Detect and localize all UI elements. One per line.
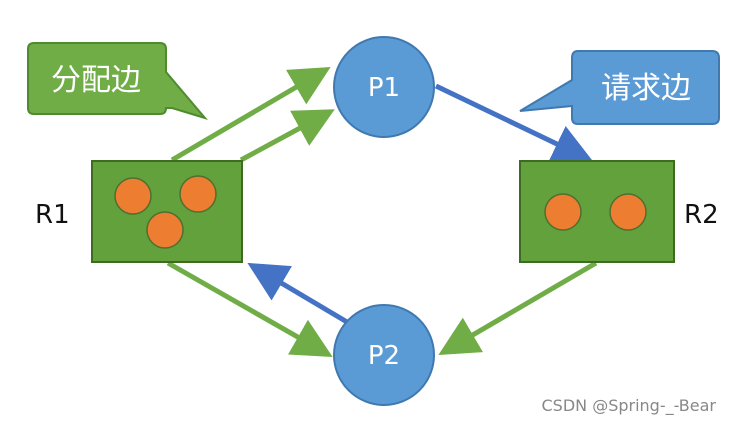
resource-r2-instance-2 bbox=[609, 193, 647, 231]
allocation-edge-r1-p1-upper bbox=[170, 66, 331, 163]
resource-r1-instance-2 bbox=[179, 175, 217, 213]
allocation-edge-callout bbox=[27, 42, 208, 120]
allocation-edge-r1-p2 bbox=[166, 260, 333, 357]
process-p2-label: P2 bbox=[368, 341, 400, 371]
watermark: CSDN @Spring-_-Bear bbox=[541, 396, 716, 416]
request-edge-p2-r1 bbox=[247, 262, 349, 325]
process-p2-node bbox=[333, 304, 435, 406]
resource-r2-label: R2 bbox=[684, 200, 719, 230]
process-p1-node bbox=[333, 36, 435, 138]
allocation-edge-r1-p1-lower bbox=[239, 109, 335, 163]
resource-r1-instance-3 bbox=[146, 211, 184, 249]
request-edge-callout-text: 请求边 bbox=[601, 71, 691, 106]
resource-r2-box bbox=[519, 160, 675, 263]
resource-r1-label: R1 bbox=[35, 200, 70, 230]
resource-r1-instance-1 bbox=[114, 177, 152, 215]
request-edge-callout bbox=[519, 50, 720, 125]
allocation-edge-r2-p2 bbox=[438, 260, 598, 356]
resource-r2-instance-1 bbox=[544, 193, 582, 231]
allocation-edge-callout-text: 分配边 bbox=[51, 63, 141, 98]
process-p1-label: P1 bbox=[368, 73, 400, 103]
request-edge-p1-r2 bbox=[434, 83, 594, 163]
